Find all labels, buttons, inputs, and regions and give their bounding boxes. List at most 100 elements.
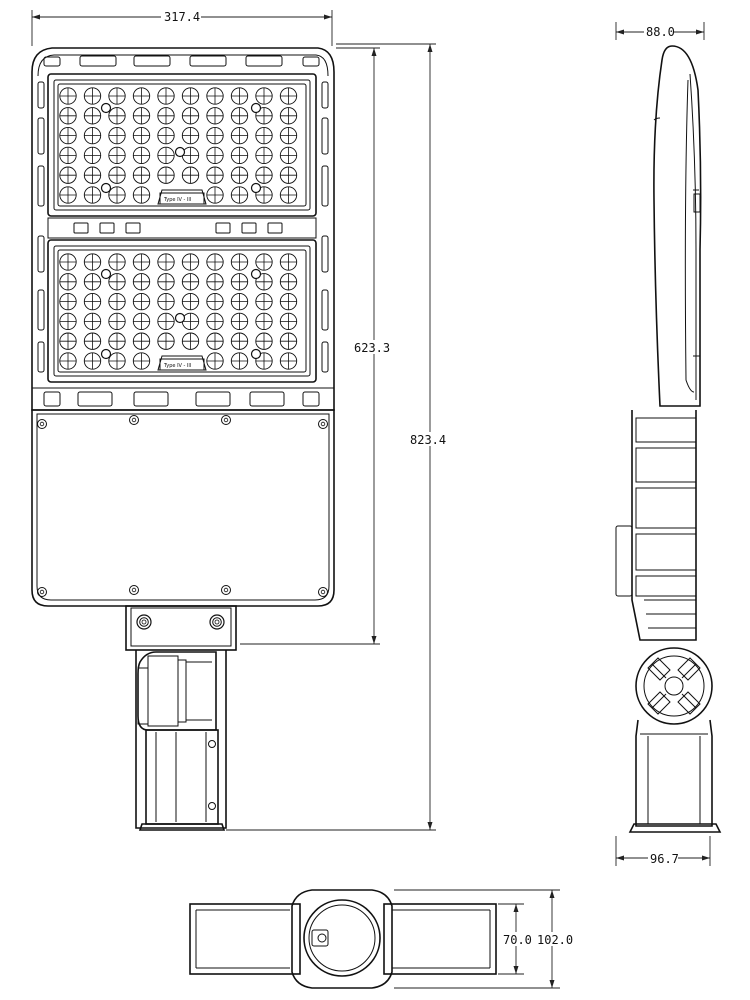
led-lens (230, 312, 249, 331)
dim-width-label: 317.4 (164, 10, 200, 24)
led-lens (206, 166, 224, 184)
led-lens (157, 146, 175, 165)
led-lens (206, 146, 224, 165)
led-lens (59, 312, 77, 331)
side-knuckle (635, 647, 713, 725)
led-lens (108, 126, 126, 145)
side-heatsink (615, 410, 697, 641)
led-lens (255, 312, 273, 331)
led-lens (157, 332, 175, 350)
led-lens (181, 146, 200, 165)
led-lens (230, 146, 249, 165)
module-screw-hole (100, 348, 112, 360)
led-lens (181, 126, 200, 145)
led-lens (181, 253, 200, 271)
led-lens (206, 253, 224, 271)
module-screw-hole (250, 102, 262, 114)
led-lens (83, 253, 102, 271)
dim-bottom-outer: 102.0 (394, 889, 573, 989)
led-lens (206, 292, 224, 311)
led-lens (108, 352, 126, 370)
module-label-upper: Type IV - III (163, 197, 191, 203)
led-lens (255, 87, 273, 105)
lower-slot-row (32, 387, 334, 407)
led-lens (279, 312, 298, 331)
top-slots (43, 55, 320, 67)
led-lens (59, 273, 77, 291)
led-lens (83, 107, 102, 125)
led-lens (181, 332, 200, 350)
led-lens (132, 87, 151, 105)
led-lens (279, 332, 298, 350)
dim-bottom-outer-label: 102.0 (537, 933, 573, 947)
led-lens (108, 292, 126, 311)
dim-width: 317.4 (31, 8, 333, 46)
led-lens (181, 292, 200, 311)
led-lens (255, 166, 273, 184)
led-lens (83, 186, 102, 204)
led-module-upper: Type IV - III (47, 73, 317, 217)
led-lens (279, 87, 298, 105)
led-lens (59, 253, 77, 271)
module-screw-hole (250, 268, 262, 280)
led-lens (279, 107, 298, 125)
led-lens (132, 126, 151, 145)
dim-bottom-inner: 70.0 (498, 903, 532, 975)
led-lens (230, 126, 249, 145)
led-lens (108, 107, 126, 125)
led-lens (157, 253, 175, 271)
led-lens (255, 253, 273, 271)
led-lens (279, 126, 298, 145)
front-view: Type IV - III Type IV - III (31, 47, 335, 831)
led-lens (83, 292, 102, 311)
led-lens (279, 146, 298, 165)
led-lens (83, 87, 102, 105)
led-lens (59, 126, 77, 145)
led-lens (83, 352, 102, 370)
led-lens (132, 352, 151, 370)
side-arm (628, 719, 722, 833)
led-lens (59, 352, 77, 370)
led-lens (132, 107, 151, 125)
led-lens (279, 186, 298, 204)
led-lens (181, 166, 200, 184)
led-lens (230, 166, 249, 184)
led-lens (108, 332, 126, 350)
led-lens (181, 273, 200, 291)
module-screw-hole (100, 268, 112, 280)
led-lens (206, 186, 224, 204)
led-lens (255, 332, 273, 350)
led-lens (157, 273, 175, 291)
led-lens (255, 292, 273, 311)
led-lens (83, 273, 102, 291)
dim-height-total: 823.4 (226, 43, 446, 831)
dim-side-bottom: 96.7 (615, 836, 711, 866)
led-lens (206, 352, 224, 370)
led-lens (181, 312, 200, 331)
led-module-lower: Type IV - III (47, 239, 317, 383)
led-lens (157, 126, 175, 145)
led-lens (279, 253, 298, 271)
led-lens (59, 186, 77, 204)
dim-side-top-label: 88.0 (646, 25, 675, 39)
led-lens (157, 107, 175, 125)
module-screw-hole (174, 312, 186, 324)
dim-height-total-label: 823.4 (410, 433, 446, 447)
led-lens (230, 332, 249, 350)
led-lens (132, 273, 151, 291)
led-lens (132, 292, 151, 311)
led-lens (206, 107, 224, 125)
slipfitter-knuckle (137, 651, 217, 731)
pole-tube (138, 729, 226, 831)
module-screw-hole (100, 102, 112, 114)
led-lens (108, 253, 126, 271)
led-lens (157, 312, 175, 331)
module-screw-hole (174, 146, 186, 158)
led-lens (83, 166, 102, 184)
bottom-view: 70.0 102.0 (189, 889, 573, 989)
led-lens (108, 146, 126, 165)
led-lens (59, 332, 77, 350)
led-lens (206, 312, 224, 331)
led-lens (59, 87, 77, 105)
